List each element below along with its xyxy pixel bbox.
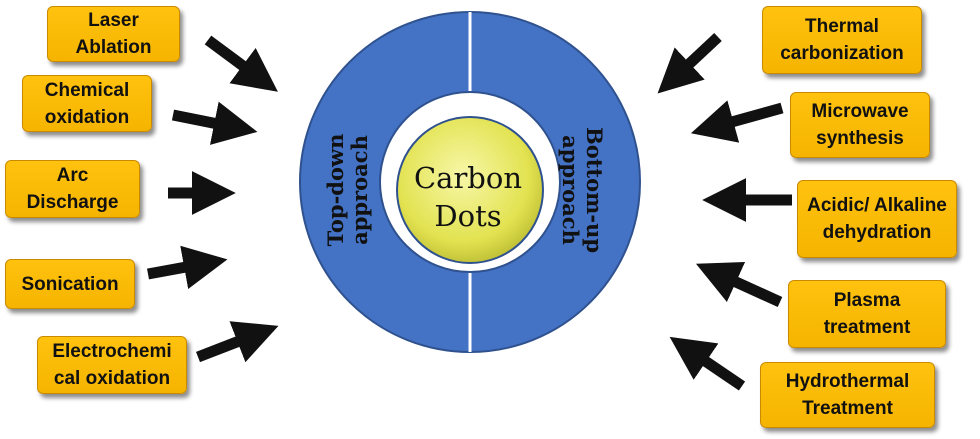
method-box-hydrothermal-treatment: Hydrothermal Treatment	[760, 362, 935, 428]
method-box-sonication: Sonication	[5, 259, 135, 309]
method-label-line1: Electrochemi	[52, 341, 172, 362]
method-box-microwave-synthesis: Microwave synthesis	[790, 92, 930, 158]
method-label-line2: cal oxidation	[53, 368, 171, 389]
center-label-line1: Carbon	[414, 161, 522, 195]
method-label-line2: oxidation	[44, 106, 130, 128]
method-label-line1: Arc	[56, 165, 89, 186]
center-circle	[396, 116, 544, 264]
arrow-chemical-oxidation	[171, 101, 258, 145]
method-label-line1: Hydrothermal	[785, 371, 910, 392]
method-label-line1: Chemical	[44, 79, 130, 101]
method-label-line1: Thermal	[805, 16, 879, 37]
method-box-arc-discharge: Arc Discharge	[5, 160, 140, 218]
method-box-electrochemical-oxidation: Electrochemi cal oxidation	[37, 336, 187, 394]
method-box-chemical-oxidation: Chemical oxidation	[22, 75, 152, 132]
method-box-plasma-treatment: Plasma treatment	[788, 280, 946, 348]
arrow-electrochemical-oxidation	[196, 321, 279, 363]
top-down-line1: Top-down	[323, 134, 348, 247]
arrow-plasma-treatment	[695, 261, 783, 308]
arrow-hydrothermal-treatment	[669, 336, 746, 391]
method-box-laser-ablation: Laser Ablation	[47, 6, 180, 62]
arrow-laser-ablation	[204, 35, 278, 92]
method-box-acidic-alkaline-dehydration: Acidic/ Alkaline dehydration	[797, 180, 957, 258]
arrow-microwave-synthesis	[690, 100, 784, 143]
top-down-label: Top-down approach	[323, 134, 372, 247]
method-label-line2: treatment	[823, 317, 911, 338]
bottom-up-label: Bottom-up approach	[558, 127, 607, 253]
method-label-line2: dehydration	[822, 222, 932, 243]
method-label-line2: Treatment	[802, 398, 893, 419]
method-label-line1: Acidic/ Alkaline	[807, 195, 947, 216]
method-label-line1: Sonication	[21, 273, 119, 295]
bottom-up-line2: approach	[558, 135, 583, 245]
center-label-line2: Dots	[434, 199, 501, 233]
arrow-sonication	[147, 245, 228, 290]
method-label-line2: Discharge	[26, 192, 119, 213]
method-label-line2: Ablation	[75, 37, 152, 58]
bottom-up-line1: Bottom-up	[582, 127, 607, 253]
method-label-line2: carbonization	[780, 43, 904, 64]
top-down-line2: approach	[347, 135, 372, 245]
method-label-line1: Microwave	[811, 101, 909, 122]
method-label-line1: Laser	[88, 10, 139, 31]
method-box-thermal-carbonization: Thermal carbonization	[762, 6, 922, 74]
method-label-line1: Plasma	[833, 290, 901, 311]
method-label-line2: synthesis	[816, 128, 904, 149]
arrow-thermal-carbonization	[657, 32, 722, 94]
